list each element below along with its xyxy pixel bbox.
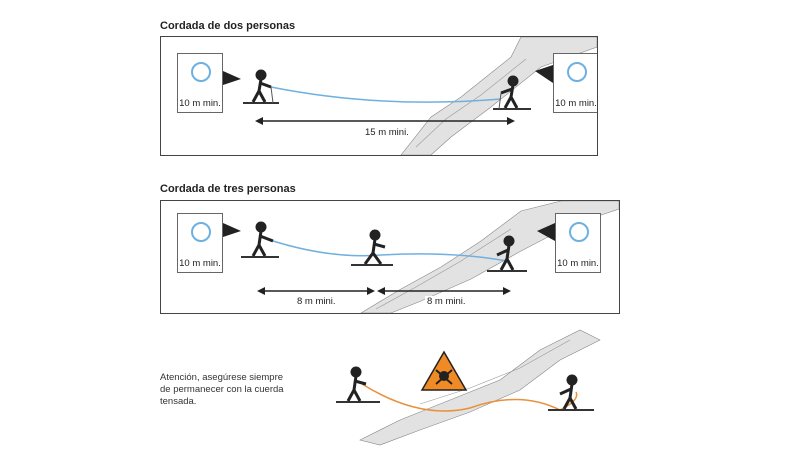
three-person-scene [223,201,619,313]
skier-middle [363,229,386,265]
slack-rope [361,383,578,412]
distance-left-label: 8 m mini. [295,296,338,307]
harness-icon [191,222,211,242]
harness-icon [569,222,589,242]
rope [272,240,508,262]
inset-left-label: 10 m min. [179,258,221,269]
inset-right-label: 10 m min. [557,258,599,269]
inset-left-label: 10 m min. [179,98,221,109]
inset-right: 10 m min. [553,53,597,113]
note-line-1: Atención, asegúrese siempre [160,372,284,383]
section2-title: Cordada de tres personas [160,183,296,195]
two-person-panel: 10 m min. 10 m min. 15 m mini. [160,36,598,156]
inset-left: 10 m min. [177,53,223,113]
two-person-scene [223,37,597,155]
skier-left [251,69,272,103]
note-line-3: tensada. [160,396,197,407]
skier-right [559,374,578,410]
inset-right: 10 m min. [555,213,601,273]
distance-label: 15 m mini. [363,127,411,138]
skull-warning-icon [420,350,468,391]
three-person-panel: 10 m min. 10 m min. 8 m mini. 8 m mini. [160,200,620,314]
harness-icon [191,62,211,82]
skier-right [496,235,515,271]
section1-title: Cordada de dos personas [160,20,296,32]
note-line-2: de permanecer con la cuerda [160,384,284,395]
warning-note: Atención, asegúrese siempre de permanece… [160,372,284,408]
harness-icon [567,62,587,82]
skier-right [500,75,519,109]
distance-right-label: 8 m mini. [425,296,468,307]
inset-left: 10 m min. [177,213,223,273]
skier-left [346,366,367,402]
crevasse [400,37,597,155]
rope [270,86,502,103]
skier-left [251,221,274,257]
inset-right-label: 10 m min. [555,98,597,109]
